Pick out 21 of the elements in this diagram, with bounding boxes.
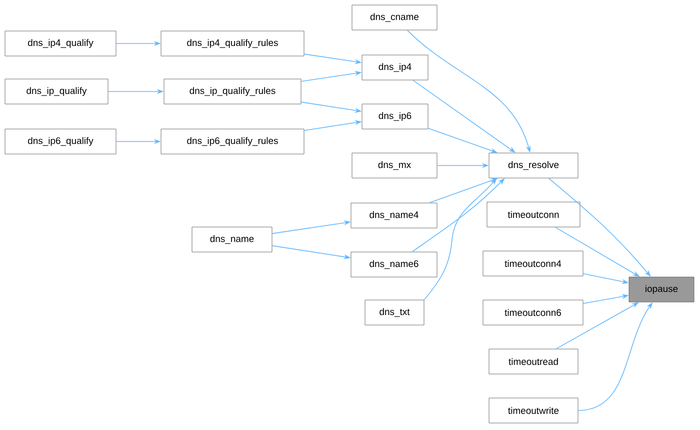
function-box: dns_name6	[350, 252, 438, 278]
function-box: iopause	[628, 276, 694, 302]
function-box: timeoutconn	[486, 202, 580, 228]
function-box: dns_ip4_qualify_rules	[160, 30, 304, 56]
function-box: dns_mx	[352, 152, 438, 178]
function-box: dns_resolve	[488, 152, 578, 178]
function-box: dns_ip6	[362, 104, 428, 130]
function-box: dns_cname	[352, 4, 438, 30]
function-box: timeoutconn4	[482, 250, 584, 276]
function-box: dns_txt	[364, 300, 424, 326]
function-box: timeoutwrite	[488, 398, 578, 424]
function-box: dns_ip4	[362, 54, 428, 80]
function-box: dns_name4	[350, 202, 438, 228]
function-box: timeoutconn6	[482, 300, 584, 326]
function-box: dns_name	[192, 226, 272, 252]
function-box: dns_ip_qualify	[4, 78, 108, 104]
function-box: dns_ip6_qualify_rules	[160, 128, 304, 154]
function-box: dns_ip_qualify_rules	[164, 78, 302, 104]
function-box: timeoutread	[488, 348, 578, 374]
function-box: dns_ip4_qualify	[4, 30, 116, 56]
function-box: dns_ip6_qualify	[4, 128, 116, 154]
